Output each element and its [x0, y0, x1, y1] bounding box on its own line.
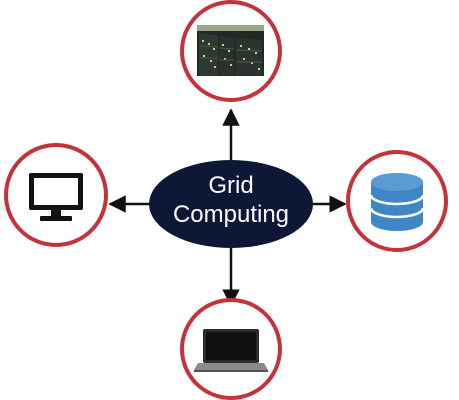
server-rack-icon	[197, 25, 264, 76]
grid-computing-hub: Grid Computing	[149, 160, 313, 248]
hub-label-line1: Grid	[208, 172, 253, 199]
node-left-monitor	[4, 143, 108, 247]
database-icon	[369, 173, 425, 231]
node-top-server	[180, 0, 282, 102]
node-right-database	[346, 150, 448, 252]
node-bottom-laptop	[180, 298, 282, 400]
hub-label-line2: Computing	[173, 201, 289, 228]
laptop-icon	[194, 329, 268, 372]
monitor-icon	[29, 173, 83, 221]
hub-ellipse	[149, 160, 313, 248]
